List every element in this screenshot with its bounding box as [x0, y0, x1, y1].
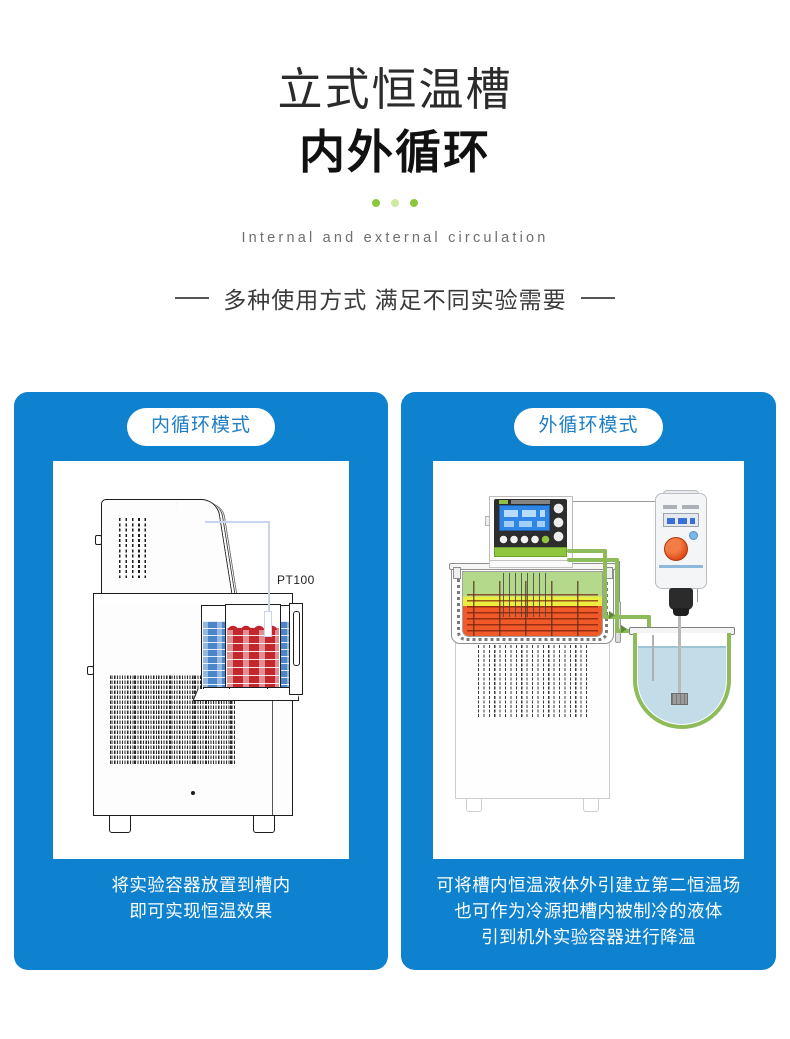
rule-right: [580, 297, 615, 299]
caption-internal-circulation: 将实验容器放置到槽内 即可实现恒温效果: [106, 859, 297, 944]
cabinet-right-edge: [272, 604, 293, 816]
circulation-tube-riser: [647, 615, 651, 635]
reactor-liquid-surface: [638, 646, 726, 648]
sensor-probe-bundle: [503, 573, 549, 617]
bath-bottom-ledge: [192, 689, 302, 701]
decorative-dots: [0, 198, 790, 208]
controller-knob-column[interactable]: [553, 503, 564, 543]
overhead-stirrer-accent-strip: [659, 565, 703, 568]
overhead-stirrer-speed-knob[interactable]: [664, 537, 688, 561]
subtitle-chinese: 多种使用方式 满足不同实验需要: [223, 287, 567, 313]
controller-green-band: [494, 547, 567, 557]
overhead-stirrer-brand-strip: [663, 505, 699, 509]
overhead-stirrer-collar: [673, 608, 689, 616]
controller-stand: [489, 560, 573, 568]
mode-cards: 内循环模式: [14, 392, 776, 970]
overhead-stirrer-display: [663, 513, 699, 527]
machine-vent-grille-icon: [478, 639, 588, 717]
flow-arrow-icon-2: [621, 625, 627, 633]
head-side-knob: [95, 535, 102, 545]
head-vent-grille-icon: [119, 516, 147, 578]
controller-side-tab: [485, 516, 490, 526]
reactor-thermometer: [652, 635, 654, 681]
stirrer-shaft: [678, 595, 681, 699]
circulation-tube-out-top: [567, 549, 607, 553]
dot-icon-left: [372, 199, 380, 207]
sensor-cable-drop: [619, 561, 621, 639]
controller-brand-strip: [499, 500, 550, 504]
figure-external-circulation: [433, 461, 744, 859]
cabinet-foot-right: [253, 815, 275, 833]
machine-foot-left: [466, 798, 482, 812]
caption-external-circulation: 可将槽内恒温液体外引建立第二恒温场 也可作为冷源把槽内被制冷的液体 引到机外实验…: [430, 859, 746, 970]
caption-line: 也可作为冷源把槽内被制冷的液体: [454, 901, 723, 921]
caption-line: 引到机外实验容器进行降温: [481, 927, 696, 947]
cabinet-side-knob: [87, 666, 94, 675]
tank-bracket-left: [453, 567, 461, 579]
cabinet-screw-dot: [191, 791, 195, 795]
subtitle-chinese-row: 多种使用方式 满足不同实验需要: [0, 281, 790, 315]
page-header: 立式恒温槽 内外循环 Internal and external circula…: [0, 0, 790, 315]
liquid-surface-wave: [227, 624, 279, 630]
page-title-primary: 立式恒温槽: [277, 64, 513, 115]
badge-internal-mode: 内循环模式: [126, 408, 275, 446]
bath-side-plate-cutout: [293, 611, 300, 666]
dot-icon-right: [410, 199, 418, 207]
caption-line: 可将槽内恒温液体外引建立第二恒温场: [436, 875, 741, 895]
machine-foot-right: [583, 798, 599, 812]
flow-arrow-icon-1: [609, 611, 615, 619]
badge-external-mode: 外循环模式: [514, 408, 663, 446]
caption-line: 即可实现恒温效果: [129, 901, 273, 921]
dot-icon-center: [391, 199, 399, 207]
subtitle-english: Internal and external circulation: [241, 230, 549, 246]
rule-left: [175, 297, 210, 299]
caption-line: 将实验容器放置到槽内: [111, 875, 291, 895]
figure-internal-circulation: PT100: [53, 461, 349, 859]
controller-lcd-display: [499, 505, 550, 531]
controller-button-row[interactable]: [499, 535, 550, 544]
stirrer-paddle: [671, 693, 688, 705]
card-external-circulation[interactable]: 外循环模式: [401, 392, 776, 970]
pt100-label: PT100: [277, 573, 315, 587]
pt100-lead-vertical: [268, 521, 270, 635]
overhead-stirrer-chuck: [669, 588, 693, 610]
cabinet-foot-left: [109, 815, 131, 833]
page-title-secondary: 内外循环: [299, 126, 491, 178]
pt100-probe-tip: [264, 611, 272, 637]
pt100-lead-horizontal: [205, 521, 270, 523]
circulation-tube-return-down: [615, 558, 619, 633]
illustration-external-loop: [433, 461, 744, 859]
card-internal-circulation[interactable]: 内循环模式: [14, 392, 388, 970]
circulation-tube-out-run: [603, 615, 651, 619]
circulation-tube-out-down: [603, 549, 607, 619]
circulation-tube-return-top: [567, 558, 619, 562]
sample-liquid-red: [227, 627, 279, 688]
illustration-bath-cross-section: PT100: [53, 461, 349, 859]
overhead-stirrer-power-button[interactable]: [689, 531, 698, 540]
